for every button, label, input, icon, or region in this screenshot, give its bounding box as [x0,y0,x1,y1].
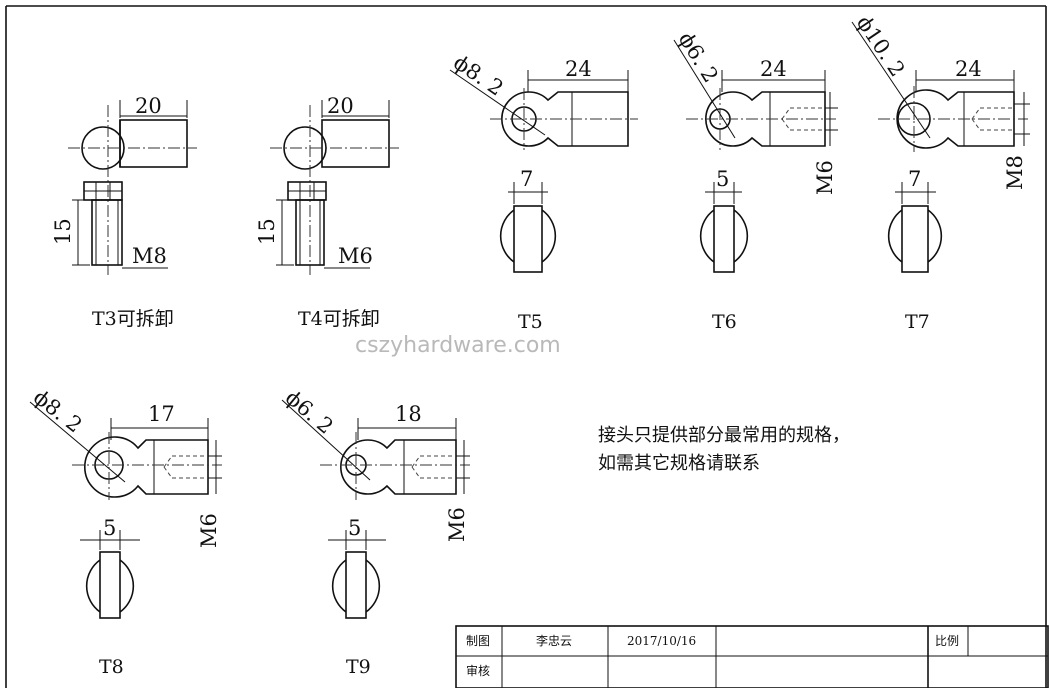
t3-caption: T3可拆卸 [92,308,174,330]
t7-diameter-dim: ϕ10. 2 [852,11,910,81]
t7-thread-dim: M8 [1003,155,1027,190]
title-block: 制图 李忠云 2017/10/16 比例 审核 [455,625,1049,688]
t4-thread-dim: M6 [338,244,373,268]
t7-caption: T7 [905,311,930,333]
t8-length-dim: 17 [148,402,175,426]
t6-thread-dim: M6 [813,160,837,195]
note-line-2: 如需其它规格请联系 [598,453,760,474]
part-t9: 18 ϕ6. 2 M6 5 T9 [281,385,470,678]
drawing-date: 2017/10/16 [627,634,696,648]
t3-length-dim: 20 [135,94,162,118]
t9-diameter-dim: ϕ6. 2 [281,385,338,438]
t4-caption: T4可拆卸 [298,308,380,330]
t5-thickness-dim: 7 [520,167,533,191]
t8-thread-dim: M6 [197,513,221,548]
t6-thickness-dim: 5 [716,167,729,191]
part-t4: 20 15 M6 T4可拆卸 [255,94,399,330]
t9-caption: T9 [346,656,371,678]
part-t3: 20 15 M8 T3可拆卸 [51,94,197,330]
t9-length-dim: 18 [395,402,422,426]
t7-length-dim: 24 [955,57,982,81]
t9-thickness-dim: 5 [348,516,361,540]
drawn-label: 制图 [466,634,490,648]
watermark: cszyhardware.com [355,333,561,358]
t5-diameter-dim: ϕ8. 2 [449,50,508,100]
t5-length-dim: 24 [565,57,592,81]
t8-thickness-dim: 5 [103,516,116,540]
t7-thickness-dim: 7 [908,167,921,191]
part-t8: 17 ϕ8. 2 M6 5 T8 [29,385,222,678]
check-label: 审核 [466,663,490,678]
part-t5: 24 ϕ8. 2 7 T5 [449,50,638,333]
t5-caption: T5 [518,311,543,333]
t4-height-dim: 15 [255,218,279,245]
scale-label: 比例 [935,634,959,648]
t6-length-dim: 24 [760,57,787,81]
t3-thread-dim: M8 [132,244,167,268]
part-t7: 24 ϕ10. 2 M8 7 T7 [851,11,1030,333]
t8-diameter-dim: ϕ8. 2 [29,385,87,437]
sheet-border [5,5,1047,688]
drawn-by: 李忠云 [536,633,572,648]
t4-length-dim: 20 [327,94,354,118]
t8-caption: T8 [99,656,124,678]
t9-thread-dim: M6 [445,507,469,542]
t6-caption: T6 [712,311,737,333]
part-t6: 24 ϕ6. 2 M6 5 T6 [673,28,838,333]
t3-height-dim: 15 [51,218,75,245]
t6-diameter-dim: ϕ6. 2 [674,28,723,87]
note-line-1: 接头只提供部分最常用的规格， [598,425,850,446]
